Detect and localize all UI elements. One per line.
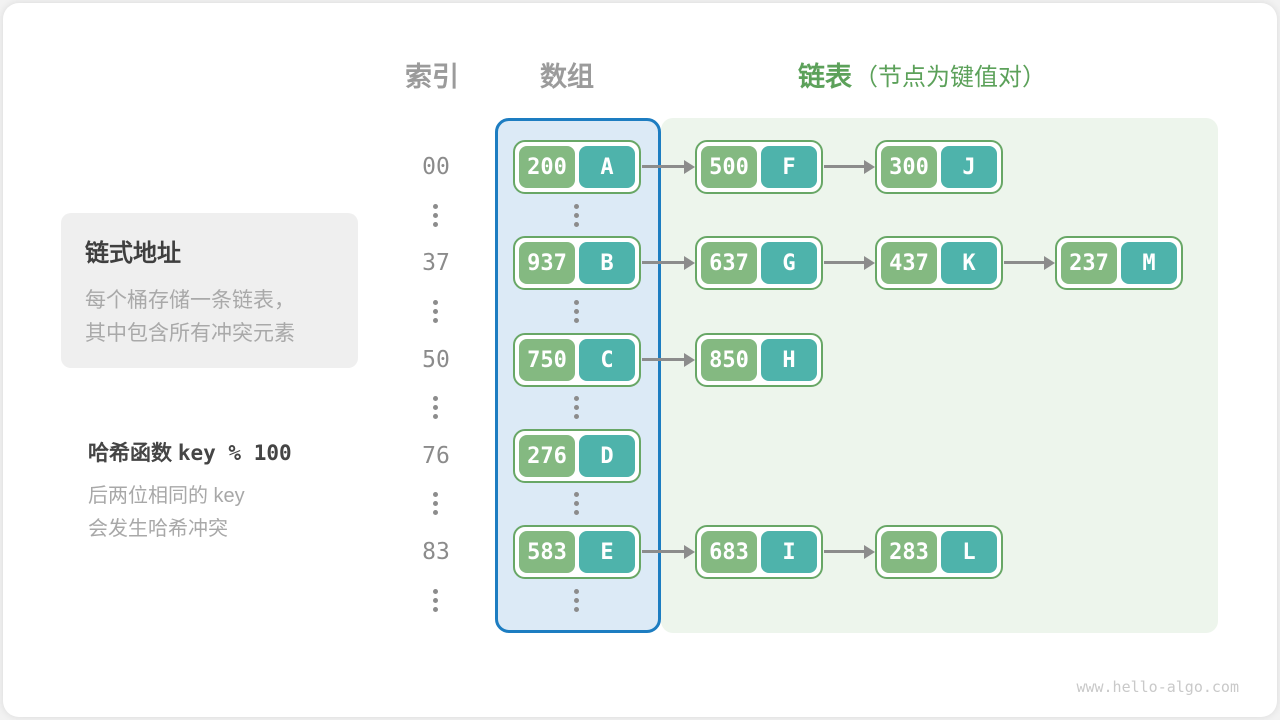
key-cell: 200 <box>519 146 575 188</box>
hash-collision-note-line: 会发生哈希冲突 <box>88 518 228 540</box>
list-header-label: 链表 <box>798 62 852 92</box>
array-column-header: 数组 <box>540 62 594 92</box>
list-column-header: 链表 （节点为键值对） <box>798 55 1046 94</box>
key-cell: 500 <box>701 146 757 188</box>
ellipsis-dots <box>574 204 579 227</box>
index-label: 83 <box>422 539 450 565</box>
next-pointer-arrow <box>642 159 695 174</box>
value-cell: G <box>761 242 817 284</box>
hash-function-label: 哈希函数 key % 100 <box>88 437 292 467</box>
value-cell: B <box>579 242 635 284</box>
key-cell: 683 <box>701 531 757 573</box>
hash-function-code: key % 100 <box>177 441 292 465</box>
next-pointer-arrow <box>824 159 875 174</box>
key-cell: 750 <box>519 339 575 381</box>
key-cell: 283 <box>881 531 937 573</box>
value-cell: K <box>941 242 997 284</box>
key-cell: 300 <box>881 146 937 188</box>
ellipsis-dots <box>574 396 579 419</box>
ellipsis-dots <box>574 300 579 323</box>
hash-function-text: 哈希函数 <box>88 442 172 465</box>
figure-card: 索引 数组 链表 （节点为键值对） 链式地址 每个桶存储一条链表， 其中包含所有… <box>3 3 1277 717</box>
hash-collision-note-line: 后两位相同的 key <box>88 485 245 507</box>
next-pointer-arrow <box>642 255 695 270</box>
key-cell: 937 <box>519 242 575 284</box>
next-pointer-arrow <box>1004 255 1055 270</box>
array-bucket-node: 937 B <box>513 236 641 290</box>
list-node: 683 I <box>695 525 823 579</box>
index-label: 00 <box>422 154 450 180</box>
watermark: www.hello-algo.com <box>1076 678 1239 696</box>
list-node: 850 H <box>695 333 823 387</box>
note-box-line: 其中包含所有冲突元素 <box>85 322 295 345</box>
index-column-header: 索引 <box>405 62 459 92</box>
value-cell: E <box>579 531 635 573</box>
ellipsis-dots <box>433 492 438 515</box>
value-cell: C <box>579 339 635 381</box>
next-pointer-arrow <box>824 544 875 559</box>
ellipsis-dots <box>574 492 579 515</box>
list-node: 437 K <box>875 236 1003 290</box>
value-cell: M <box>1121 242 1177 284</box>
array-bucket-node: 200 A <box>513 140 641 194</box>
ellipsis-dots <box>433 204 438 227</box>
ellipsis-dots <box>433 589 438 612</box>
value-cell: H <box>761 339 817 381</box>
list-node: 283 L <box>875 525 1003 579</box>
list-node: 500 F <box>695 140 823 194</box>
ellipsis-dots <box>433 396 438 419</box>
value-cell: A <box>579 146 635 188</box>
index-label: 37 <box>422 250 450 276</box>
list-node: 237 M <box>1055 236 1183 290</box>
note-box-line: 每个桶存储一条链表， <box>85 289 295 312</box>
key-cell: 850 <box>701 339 757 381</box>
next-pointer-arrow <box>642 352 695 367</box>
ellipsis-dots <box>574 589 579 612</box>
value-cell: L <box>941 531 997 573</box>
value-cell: I <box>761 531 817 573</box>
value-cell: F <box>761 146 817 188</box>
array-bucket-node: 583 E <box>513 525 641 579</box>
note-box-title: 链式地址 <box>85 240 181 267</box>
next-pointer-arrow <box>824 255 875 270</box>
value-cell: D <box>579 435 635 477</box>
hash-collision-note: 后两位相同的 key 会发生哈希冲突 <box>88 480 245 546</box>
key-cell: 437 <box>881 242 937 284</box>
key-cell: 637 <box>701 242 757 284</box>
list-node: 300 J <box>875 140 1003 194</box>
list-header-note: （节点为键值对） <box>854 64 1046 91</box>
key-cell: 237 <box>1061 242 1117 284</box>
index-label: 50 <box>422 347 450 373</box>
note-box: 链式地址 每个桶存储一条链表， 其中包含所有冲突元素 <box>61 213 358 368</box>
array-bucket-node: 276 D <box>513 429 641 483</box>
array-bucket-node: 750 C <box>513 333 641 387</box>
list-node: 637 G <box>695 236 823 290</box>
key-cell: 276 <box>519 435 575 477</box>
value-cell: J <box>941 146 997 188</box>
next-pointer-arrow <box>642 544 695 559</box>
ellipsis-dots <box>433 300 438 323</box>
key-cell: 583 <box>519 531 575 573</box>
index-label: 76 <box>422 443 450 469</box>
